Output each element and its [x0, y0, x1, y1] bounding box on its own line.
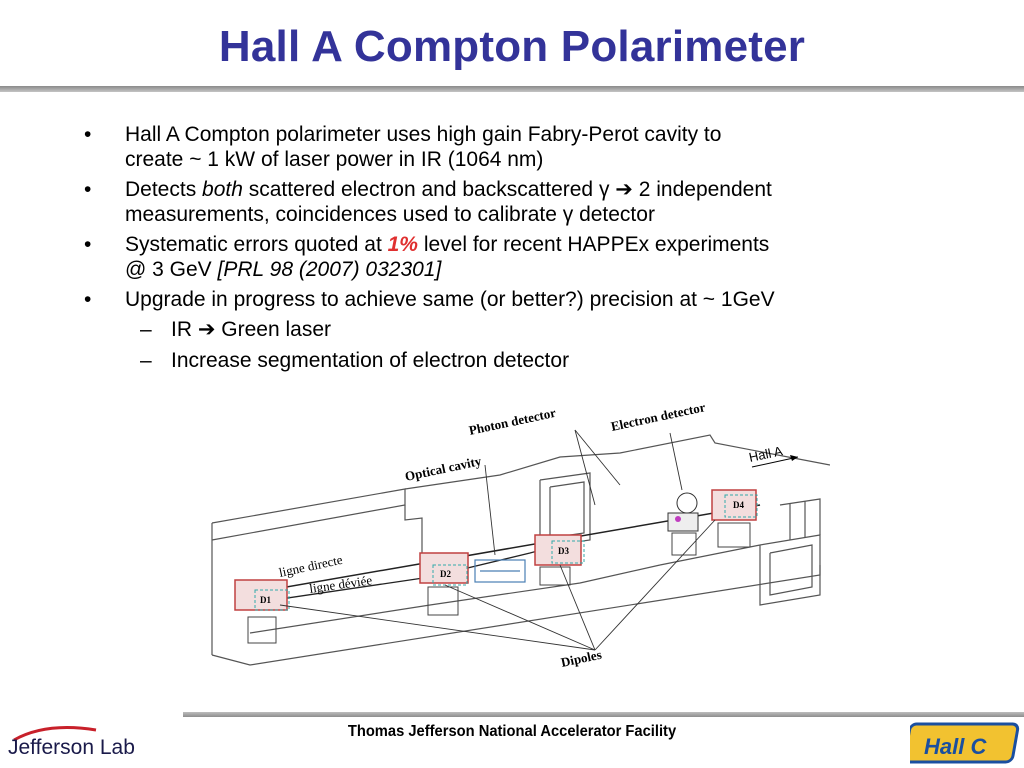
- emphasis-text: both: [202, 178, 243, 201]
- hall-a-label: Hall A: [748, 443, 785, 465]
- bullet-marker: •: [84, 178, 92, 201]
- bullet-text: @ 3 GeV: [125, 258, 218, 281]
- floor-outline: [249, 564, 661, 634]
- bullet-marker: •: [84, 288, 92, 311]
- sub-bullet-marker: –: [140, 349, 152, 372]
- bullet-item: • Detects both scattered electron and ba…: [84, 177, 954, 227]
- bullet-item: • Upgrade in progress to achieve same (o…: [84, 287, 954, 312]
- bullet-text: Detects: [125, 178, 203, 201]
- footer-divider: [183, 712, 1024, 717]
- wall-outline: [211, 488, 406, 541]
- dipole-d1: [234, 579, 290, 644]
- d3-label: D3: [558, 546, 569, 556]
- sub-bullet-item: – IR ➔ Green laser: [84, 317, 954, 342]
- slide-title: Hall A Compton Polarimeter: [218, 22, 806, 71]
- d4-label: D4: [733, 500, 744, 510]
- arrow-icon: ➔: [615, 178, 633, 201]
- hall-a-arrow-icon: [751, 456, 799, 468]
- wall-outline: [759, 534, 821, 606]
- leader-line: [574, 429, 621, 486]
- bullet-text: IR: [171, 318, 198, 341]
- leader-line: [559, 564, 596, 651]
- bullet-text: Systematic errors quoted at: [125, 233, 388, 256]
- footer-text: Thomas Jefferson National Accelerator Fa…: [347, 723, 677, 740]
- hall-a-arrow-icon: [790, 455, 798, 461]
- dipole-d2: [419, 552, 469, 616]
- jefferson-lab-logo-text: Jefferson Lab: [8, 736, 135, 759]
- bullet-list: • Hall A Compton polarimeter uses high g…: [84, 122, 954, 379]
- bullet-text: 2 independent: [632, 178, 772, 201]
- bullet-text: Hall A Compton polarimeter uses high gai…: [125, 123, 722, 146]
- electron-detector: [667, 492, 699, 556]
- wall-outline: [404, 505, 423, 580]
- compton-beamline-diagram: Photon detector Electron detector Optica…: [211, 399, 830, 670]
- bullet-item: • Systematic errors quoted at 1% level f…: [84, 232, 954, 282]
- railing: [779, 498, 821, 535]
- ligne-deviee-label: ligne déviée: [308, 572, 373, 596]
- leader-line: [669, 432, 683, 491]
- leader-line: [279, 604, 596, 651]
- leader-line: [444, 584, 596, 651]
- floor-outline: [211, 565, 821, 666]
- ligne-directe-label: ligne directe: [278, 552, 345, 580]
- shield-block: [549, 481, 585, 539]
- highlight-text: 1%: [387, 233, 418, 256]
- roof-outline: [404, 434, 830, 490]
- leader-line: [484, 464, 496, 556]
- hall-c-logo-text: Hall C: [924, 734, 987, 759]
- title-divider: [0, 86, 1024, 92]
- bullet-marker: •: [84, 123, 92, 146]
- d1-label: D1: [260, 595, 271, 605]
- leader-line: [574, 429, 596, 506]
- bullet-text: scattered electron and backscattered γ: [242, 178, 616, 201]
- bullet-item: • Hall A Compton polarimeter uses high g…: [84, 122, 954, 172]
- sub-bullet-item: – Increase segmentation of electron dete…: [84, 348, 954, 373]
- bullet-text: measurements, coincidences used to calib…: [125, 203, 655, 226]
- dipoles-label: Dipoles: [560, 647, 603, 670]
- dipole-d3: [534, 534, 585, 586]
- arrow-icon: ➔: [197, 318, 216, 341]
- photon-detector-label: Photon detector: [468, 405, 558, 438]
- bullet-text: Upgrade in progress to achieve same (or …: [125, 288, 775, 311]
- jefferson-lab-logo: Jefferson Lab: [8, 726, 135, 759]
- electron-detector-label: Electron detector: [610, 399, 707, 434]
- reference-text: [PRL 98 (2007) 032301]: [217, 258, 442, 281]
- bullet-marker: •: [84, 233, 92, 256]
- bullet-text: level for recent HAPPEx experiments: [417, 233, 770, 256]
- sub-bullet-marker: –: [140, 318, 152, 341]
- wall-outline: [769, 544, 813, 596]
- bullet-text: Increase segmentation of electron detect…: [171, 349, 570, 372]
- bullet-text: Green laser: [215, 318, 332, 341]
- bullet-text: create ~ 1 kW of laser power in IR (1064…: [125, 148, 544, 171]
- dipole-d4: [711, 489, 758, 548]
- optical-cavity-box: [474, 559, 526, 583]
- hall-c-logo: Hall C: [910, 722, 1020, 764]
- d2-label: D2: [440, 569, 451, 579]
- shield-block: [539, 472, 591, 548]
- leader-line: [594, 519, 716, 651]
